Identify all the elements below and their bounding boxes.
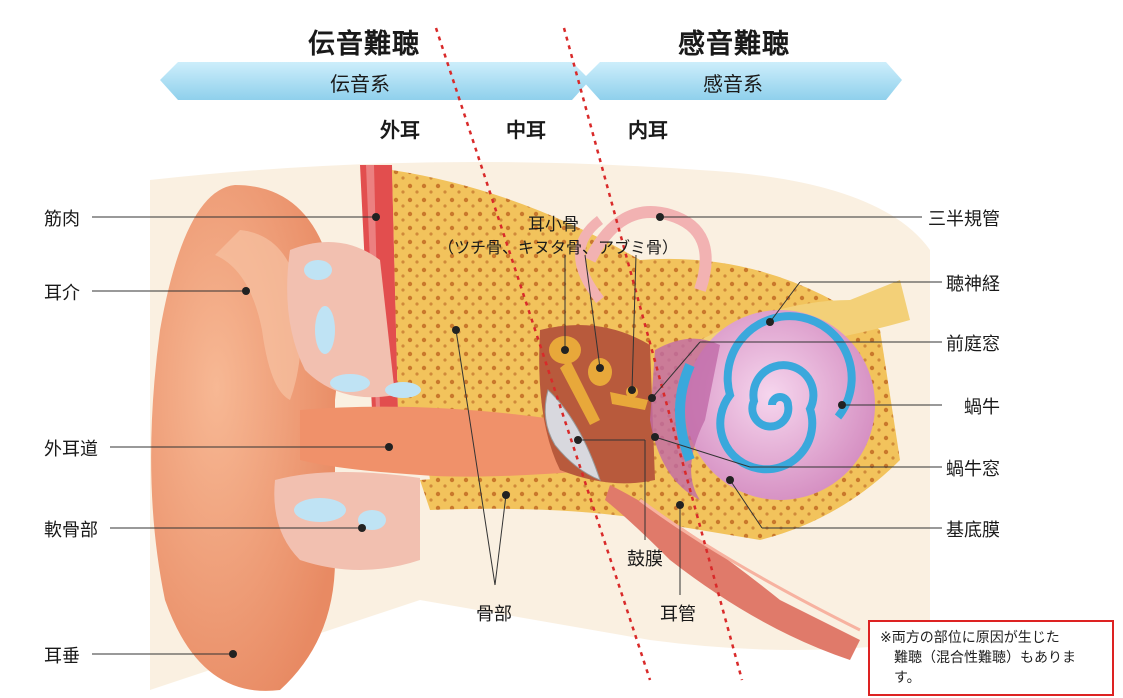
band-label-sensorineural: 感音系 bbox=[703, 72, 763, 96]
lower-cartilage bbox=[274, 471, 420, 570]
label-bone: 骨部 bbox=[476, 604, 512, 625]
sensorineural-band bbox=[582, 62, 902, 100]
label-semicircular-canals: 三半規管 bbox=[928, 209, 1000, 230]
eardrum-shape bbox=[544, 389, 601, 481]
label-auditory-nerve: 聴神経 bbox=[946, 274, 1000, 295]
label-eustachian-tube: 耳管 bbox=[660, 604, 696, 625]
lower-bone bbox=[420, 476, 650, 520]
region-outer-ear: 外耳 bbox=[380, 118, 420, 142]
upper-cartilage bbox=[287, 242, 395, 398]
band-label-conductive: 伝音系 bbox=[330, 72, 390, 96]
leader-lines bbox=[92, 216, 942, 655]
label-ear-canal: 外耳道 bbox=[44, 439, 98, 460]
eustachian-tube-shape bbox=[605, 485, 860, 660]
label-cartilage: 軟骨部 bbox=[44, 520, 98, 541]
label-cochlea: 蝸牛 bbox=[964, 397, 1000, 418]
label-ossicles: 耳小骨 bbox=[528, 215, 579, 235]
region-inner-ear: 内耳 bbox=[628, 118, 668, 142]
mixed-hearing-loss-note: ※両方の部位に原因が生じた 難聴（混合性難聴）もあります。 bbox=[868, 620, 1114, 696]
label-eardrum: 鼓膜 bbox=[627, 549, 663, 570]
note-line-2: 難聴（混合性難聴）もあります。 bbox=[894, 650, 1076, 686]
label-auricle: 耳介 bbox=[44, 283, 80, 304]
label-ossicles-detail: （ツチ骨、キヌタ骨、アブミ骨） bbox=[438, 238, 679, 257]
ear-canal-shape bbox=[300, 406, 600, 477]
heading-conductive: 伝音難聴 bbox=[308, 29, 420, 60]
conductive-band bbox=[160, 62, 590, 100]
marker-dots bbox=[229, 213, 846, 658]
label-basilar-membrane: 基底膜 bbox=[946, 520, 1000, 541]
stapes-shape bbox=[610, 392, 648, 410]
label-earlobe: 耳垂 bbox=[44, 646, 80, 667]
cochlea-spiral bbox=[716, 312, 856, 474]
region-middle-ear: 中耳 bbox=[506, 118, 546, 142]
label-round-window: 蝸牛窓 bbox=[946, 459, 1000, 480]
label-muscle: 筋肉 bbox=[44, 209, 80, 230]
divider-outer-middle bbox=[434, 27, 652, 681]
label-oval-window: 前庭窓 bbox=[946, 334, 1000, 355]
semicircular-canals-shape bbox=[584, 206, 712, 292]
heading-sensorineural: 感音難聴 bbox=[678, 29, 790, 60]
note-line-1: ※両方の部位に原因が生じた bbox=[880, 630, 1060, 646]
